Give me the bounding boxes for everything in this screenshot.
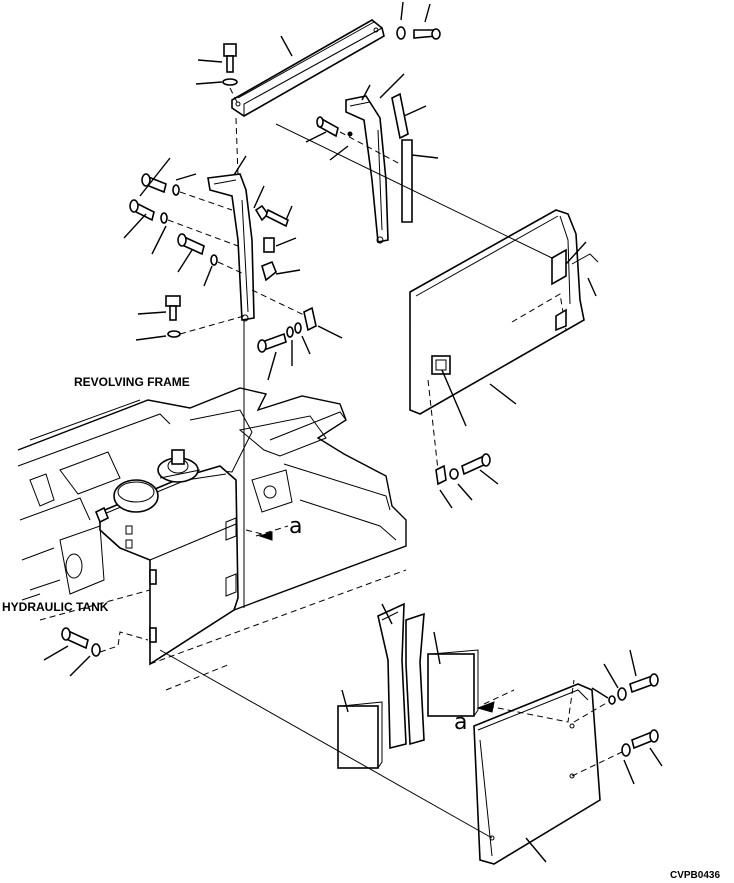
- top-cross-bar: [231, 19, 385, 117]
- left-bolt-group: [123, 157, 245, 341]
- revolving-frame: [17, 387, 407, 691]
- hydraulic-tank: [94, 320, 289, 666]
- right-bracket: [345, 73, 439, 244]
- view-a-marker-lower: a: [454, 710, 468, 735]
- bar-bolt-top-right: [396, 1, 441, 40]
- upper-cover-bolt: [427, 379, 499, 509]
- left-bracket-clips: [253, 185, 301, 282]
- bar-bolt-top-left: [195, 43, 239, 105]
- right-bracket-bolt: [305, 116, 401, 165]
- hydraulic-tank-label: HYDRAULIC TANK: [2, 600, 109, 614]
- left-bracket-lower-bolt: [251, 289, 343, 381]
- drawing-code: CVPB0436: [670, 870, 721, 881]
- lower-side-cover: [159, 649, 601, 865]
- revolving-frame-label: REVOLVING FRAME: [74, 375, 190, 389]
- hydraulic-tank-bolt: [43, 627, 149, 677]
- view-a-marker-upper: a: [289, 514, 303, 539]
- lower-seals: [337, 602, 479, 769]
- lower-cover-bolts: [571, 649, 663, 785]
- upper-side-cover: [275, 123, 599, 427]
- left-bracket: [207, 117, 255, 322]
